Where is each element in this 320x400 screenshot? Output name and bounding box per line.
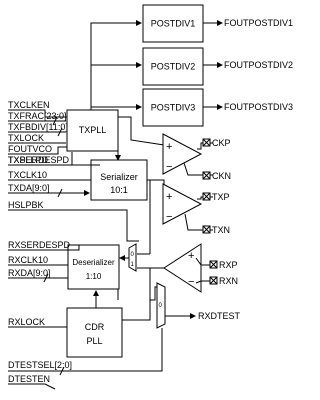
rxda-label: RXDA[9:0] — [8, 268, 51, 278]
ckp-pin — [202, 138, 211, 147]
foutpostdiv3-label: FOUTPOSTDIV3 — [224, 102, 293, 112]
rx-amp-minus: − — [188, 276, 194, 288]
cdr-label: CDR — [85, 322, 105, 332]
ckn-pin — [202, 171, 211, 180]
test-mux: 0 — [156, 282, 166, 329]
txda-label: TXDA[9:0] — [8, 183, 50, 193]
txda-bus-slash — [57, 188, 63, 198]
tx-amp-minus: − — [166, 211, 172, 223]
deserializer-label-1: Deserializer — [72, 258, 115, 267]
foutvco-label: FOUTVCO — [8, 144, 52, 154]
pll-label: PLL — [86, 336, 102, 346]
rxda-bus-slash — [43, 273, 49, 283]
ck-amp-plus: + — [166, 141, 172, 153]
test-mux-in-wire — [150, 286, 157, 301]
rxp-pin — [209, 260, 218, 269]
dtestsel-wire — [8, 328, 163, 372]
txp-pin — [202, 192, 211, 201]
foutvco-wire — [8, 146, 67, 155]
deserializer-block: Deserializer 1:10 — [67, 244, 120, 290]
ck-amp-minus: − — [166, 161, 172, 173]
rxn-label: RXN — [219, 276, 238, 286]
cdr-data-in-wire — [122, 268, 151, 321]
foutpostdiv2-label: FOUTPOSTDIV2 — [224, 60, 293, 70]
txpll-label: TXPLL — [79, 125, 107, 135]
ckp-label: CKP — [212, 138, 231, 148]
dtesten-label: DTESTEN — [8, 374, 50, 384]
postdiv1-label: POSTDIV1 — [151, 19, 196, 29]
txclken-wire — [8, 109, 67, 118]
hslpbk-wire — [8, 209, 139, 242]
postdiv3-label: POSTDIV3 — [151, 103, 196, 113]
rxdtest-label: RXDTEST — [198, 311, 241, 321]
dtesten-wire — [8, 383, 56, 390]
serializer-label-2: 10:1 — [110, 185, 128, 195]
postdiv2-label: POSTDIV2 — [151, 62, 196, 72]
postdiv1-block: POSTDIV1 — [142, 4, 204, 43]
tx-driver-amplifier: + − — [162, 183, 203, 225]
txpll-clock-out-wire — [118, 116, 165, 146]
cdr-pll-block: CDR PLL — [66, 307, 123, 358]
dtestsel-label: DTESTSEL[2:0] — [8, 360, 72, 370]
rxn-wire — [195, 280, 210, 284]
rxserdespd-label: RXSERDESPD — [8, 240, 71, 250]
postdiv2-block: POSTDIV2 — [142, 47, 204, 86]
txlock-label: TXLOCK — [8, 133, 44, 143]
txfrac-label: TXFRAC[23:0] — [8, 111, 67, 121]
foutpostdiv1-label: FOUTPOSTDIV1 — [224, 18, 293, 28]
serializer-block: Serializer 10:1 — [90, 159, 148, 201]
dtestsel-bus-slash — [59, 366, 65, 376]
rxp-label: RXP — [219, 260, 238, 270]
txn-label: TXN — [212, 225, 230, 235]
ck-driver-amplifier: + − — [162, 133, 203, 175]
ckn-label: CKN — [212, 171, 231, 181]
loopback-mux-1: 1 — [131, 262, 135, 268]
loopback-mux-0: 0 — [131, 252, 135, 258]
rxclk10-label: RXCLK10 — [8, 255, 48, 265]
txplllpd-label: TXPLLPD — [8, 155, 49, 165]
txn-pin — [202, 225, 211, 234]
txfbdiv-bus-slash — [57, 127, 63, 137]
rx-amp-plus: + — [188, 250, 194, 262]
txclk10-label: TXCLK10 — [8, 170, 47, 180]
hslpbk-label: HSLPBK — [8, 200, 44, 210]
txpll-block: TXPLL — [66, 109, 119, 152]
txclken-label: TXCLKEN — [8, 100, 50, 110]
serdes-block-diagram: POSTDIV1 POSTDIV2 POSTDIV3 FOUTPOSTDIV1 … — [8, 4, 293, 390]
serializer-label-1: Serializer — [100, 172, 138, 182]
deserializer-label-2: 1:10 — [86, 272, 102, 281]
test-mux-0: 0 — [159, 303, 163, 309]
rxp-wire — [195, 257, 210, 266]
txp-label: TXP — [212, 192, 230, 202]
rx-receiver-amplifier: + − — [163, 243, 202, 293]
tx-amp-plus: + — [166, 191, 172, 203]
postdiv3-block: POSTDIV3 — [142, 88, 204, 127]
rxn-pin — [209, 276, 218, 285]
rxserdespd-wire — [8, 245, 80, 251]
pll-clock-bus — [90, 20, 142, 110]
txfrac-bus-slash — [52, 116, 58, 126]
txserdespd-label: TXSERDESPD — [8, 155, 70, 165]
txfbdiv-label: TXFBDIV[11:0] — [8, 122, 68, 132]
rxlock-label: RXLOCK — [8, 317, 45, 327]
loopback-mux: 0 1 — [128, 243, 137, 272]
